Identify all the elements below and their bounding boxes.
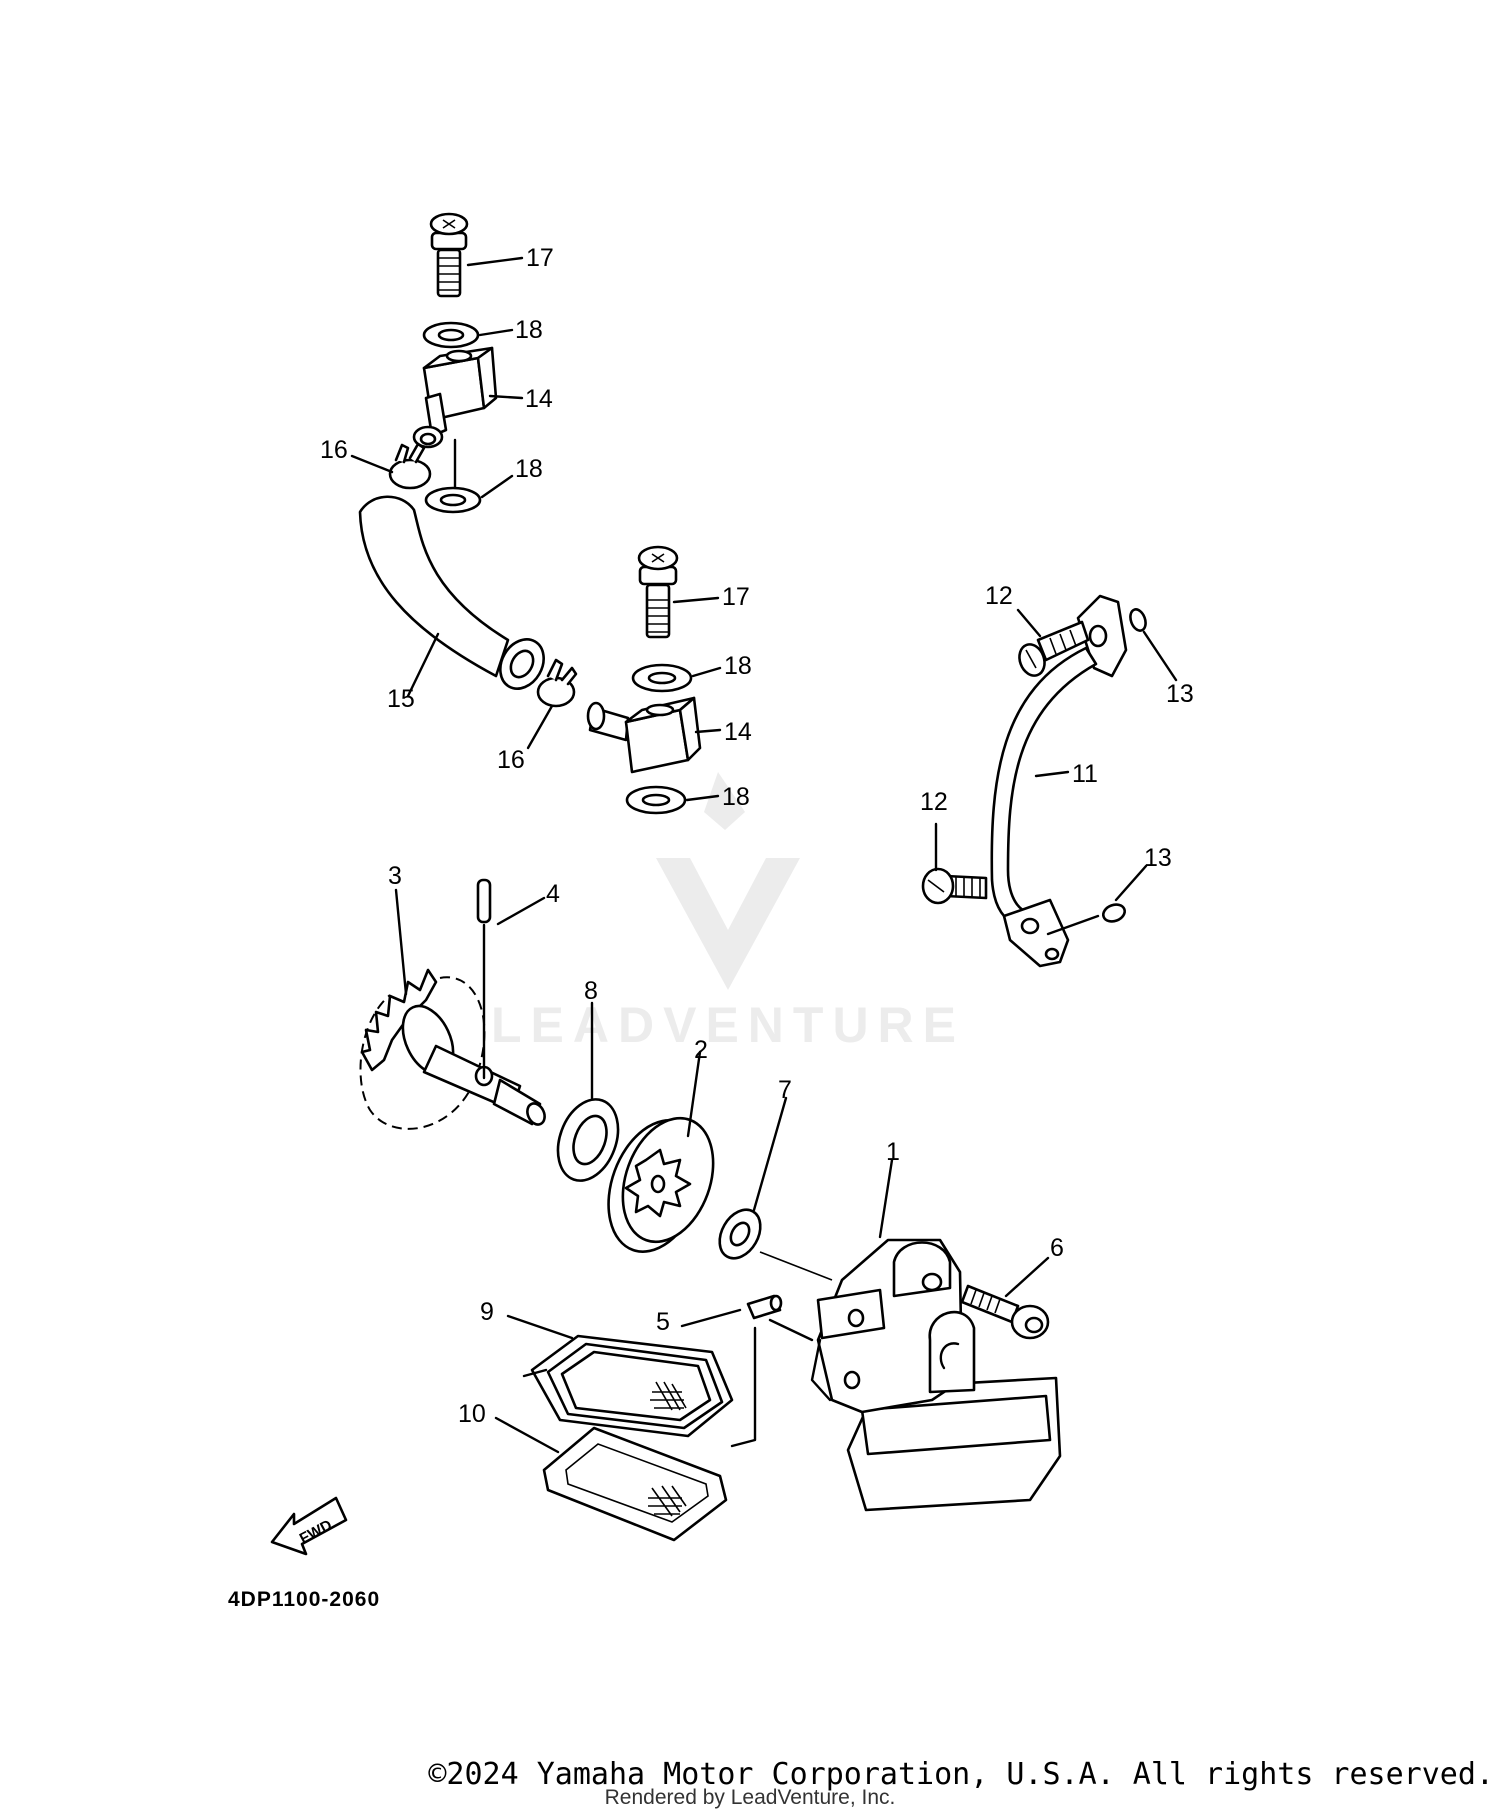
callout-17-upper: 17 [526, 244, 554, 272]
washer-lower-1[interactable] [631, 663, 693, 693]
hose-clamp-lower[interactable] [536, 658, 578, 708]
callout-4: 4 [546, 880, 560, 908]
washer-upper-2[interactable] [424, 486, 482, 514]
banjo-bolt-lower[interactable] [637, 545, 679, 639]
o-ring-upper[interactable] [1128, 607, 1149, 632]
thrust-washer[interactable] [547, 1091, 628, 1189]
watermark-text: LEADVENTURE [491, 997, 965, 1053]
hose-clamp-upper[interactable] [388, 442, 432, 490]
locating-pin[interactable] [746, 1294, 783, 1320]
rendered-by-text: Rendered by LeadVenture, Inc. [604, 1786, 896, 1809]
callout-12-lower: 12 [920, 788, 948, 816]
pump-mounting-bolt[interactable] [960, 1284, 1050, 1340]
callout-18-upper-1: 18 [515, 316, 543, 344]
callout-7: 7 [778, 1076, 792, 1104]
oil-delivery-pipe[interactable] [990, 594, 1128, 968]
callout-10: 10 [458, 1400, 486, 1428]
callout-13-upper: 13 [1166, 680, 1194, 708]
strainer-gasket[interactable] [542, 1426, 728, 1542]
fwd-arrow-icon: FWD [270, 1496, 348, 1556]
dowel-pin[interactable] [476, 878, 492, 924]
callout-11: 11 [1072, 760, 1098, 788]
callout-6: 6 [1050, 1234, 1064, 1262]
oil-hose[interactable] [358, 495, 552, 697]
oil-strainer[interactable] [522, 1334, 734, 1438]
part-code: 4DP1100-2060 [228, 1588, 380, 1611]
callout-18-lower-1: 18 [724, 652, 752, 680]
callout-17-lower: 17 [722, 583, 750, 611]
banjo-fitting-upper[interactable] [412, 346, 498, 449]
callout-18-upper-2: 18 [515, 455, 543, 483]
shaft-washer[interactable] [711, 1202, 768, 1265]
callout-12-upper: 12 [985, 582, 1013, 610]
callout-18-lower-2: 18 [722, 783, 750, 811]
oil-pump-drive-gear[interactable] [359, 968, 547, 1130]
oil-pump-rotor[interactable] [591, 1105, 729, 1264]
copyright-text: ©2024 Yamaha Motor Corporation, U.S.A. A… [428, 1757, 1494, 1792]
callout-14-upper: 14 [525, 385, 553, 413]
callout-15: 15 [387, 685, 415, 713]
callout-16-lower: 16 [497, 746, 525, 774]
oil-pump-housing[interactable] [810, 1238, 1062, 1512]
union-bolt-lower[interactable] [921, 867, 988, 905]
washer-lower-2[interactable] [625, 785, 687, 815]
callout-13-lower: 13 [1144, 844, 1172, 872]
callout-8: 8 [584, 977, 598, 1005]
callout-14-lower: 14 [724, 718, 752, 746]
banjo-fitting-lower[interactable] [586, 696, 702, 774]
callout-16-upper: 16 [320, 436, 348, 464]
callout-5: 5 [656, 1308, 670, 1336]
o-ring-lower[interactable] [1101, 902, 1127, 925]
callout-9: 9 [480, 1298, 494, 1326]
callout-2: 2 [694, 1036, 708, 1064]
banjo-bolt-upper[interactable] [429, 212, 469, 298]
callout-1: 1 [886, 1138, 900, 1166]
washer-upper-1[interactable] [422, 321, 480, 349]
union-bolt-upper[interactable] [1015, 620, 1090, 679]
leadventure-watermark: LEADVENTURE [491, 772, 965, 1053]
callout-3: 3 [388, 862, 402, 890]
